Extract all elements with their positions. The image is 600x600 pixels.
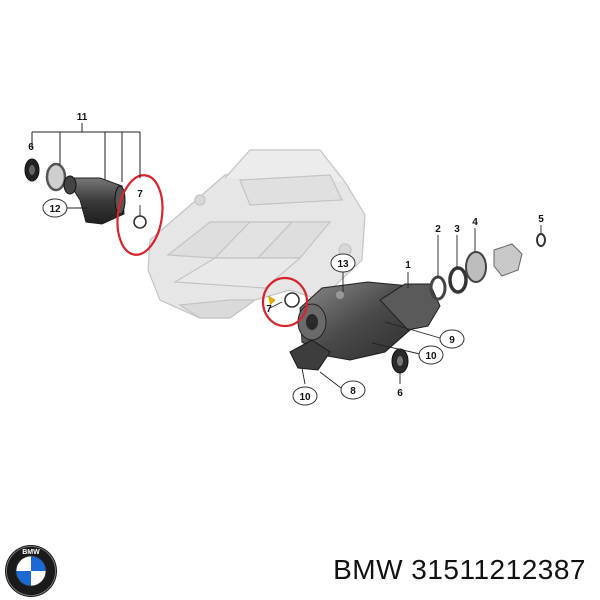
callout-1: 1 (405, 260, 411, 271)
bubble-10-right: 10 (418, 345, 444, 365)
callout-3: 3 (454, 224, 460, 235)
spacer-ring-3 (448, 266, 468, 294)
right-seal-6 (391, 348, 409, 374)
o-ring-7-right (284, 292, 300, 308)
callout-7-left: 7 (137, 189, 143, 200)
flange-shaft (65, 177, 125, 225)
shim-ring-4 (465, 251, 487, 283)
output-flange (493, 243, 523, 277)
bmw-logo: BMW (5, 545, 57, 597)
oil-pan-housing (147, 149, 366, 319)
bubble-13: 13 (330, 253, 356, 273)
logo-lettering: BMW (22, 549, 40, 556)
bracket-11 (31, 123, 141, 182)
leader-lines (67, 205, 542, 389)
part-caption: BMW 31511212387 (333, 554, 586, 585)
bubble-8: 8 (340, 380, 366, 400)
o-ring-7-left (133, 215, 147, 229)
callout-6-right: 6 (397, 388, 403, 399)
small-ring-5 (536, 233, 546, 247)
callout-6-left: 6 (28, 142, 34, 153)
callout-12: 12 (49, 204, 61, 215)
front-differential (267, 281, 441, 371)
callout-8: 8 (350, 386, 356, 397)
highlight-circle-left (116, 174, 164, 256)
callout-7-right: 7 (266, 304, 272, 315)
footer: BMW BMW 31511212387 (0, 540, 600, 600)
callout-2: 2 (435, 224, 441, 235)
callout-9: 9 (449, 335, 455, 346)
bubble-12: 12 (42, 198, 68, 218)
callout-5: 5 (538, 214, 544, 225)
callout-10-bottom: 10 (299, 392, 311, 403)
output-parts-stack (429, 233, 546, 301)
callout-11: 11 (77, 112, 88, 123)
callout-10-right: 10 (425, 351, 437, 362)
callout-13: 13 (337, 259, 349, 270)
left-shaft-assembly (24, 158, 147, 229)
highlight-circle-right (261, 276, 309, 328)
bubble-9: 9 (439, 329, 465, 349)
bearing-ring-left (45, 162, 67, 192)
spacer-ring-2 (429, 275, 447, 301)
callout-4: 4 (472, 217, 478, 228)
bubble-10-bottom: 10 (292, 386, 318, 406)
